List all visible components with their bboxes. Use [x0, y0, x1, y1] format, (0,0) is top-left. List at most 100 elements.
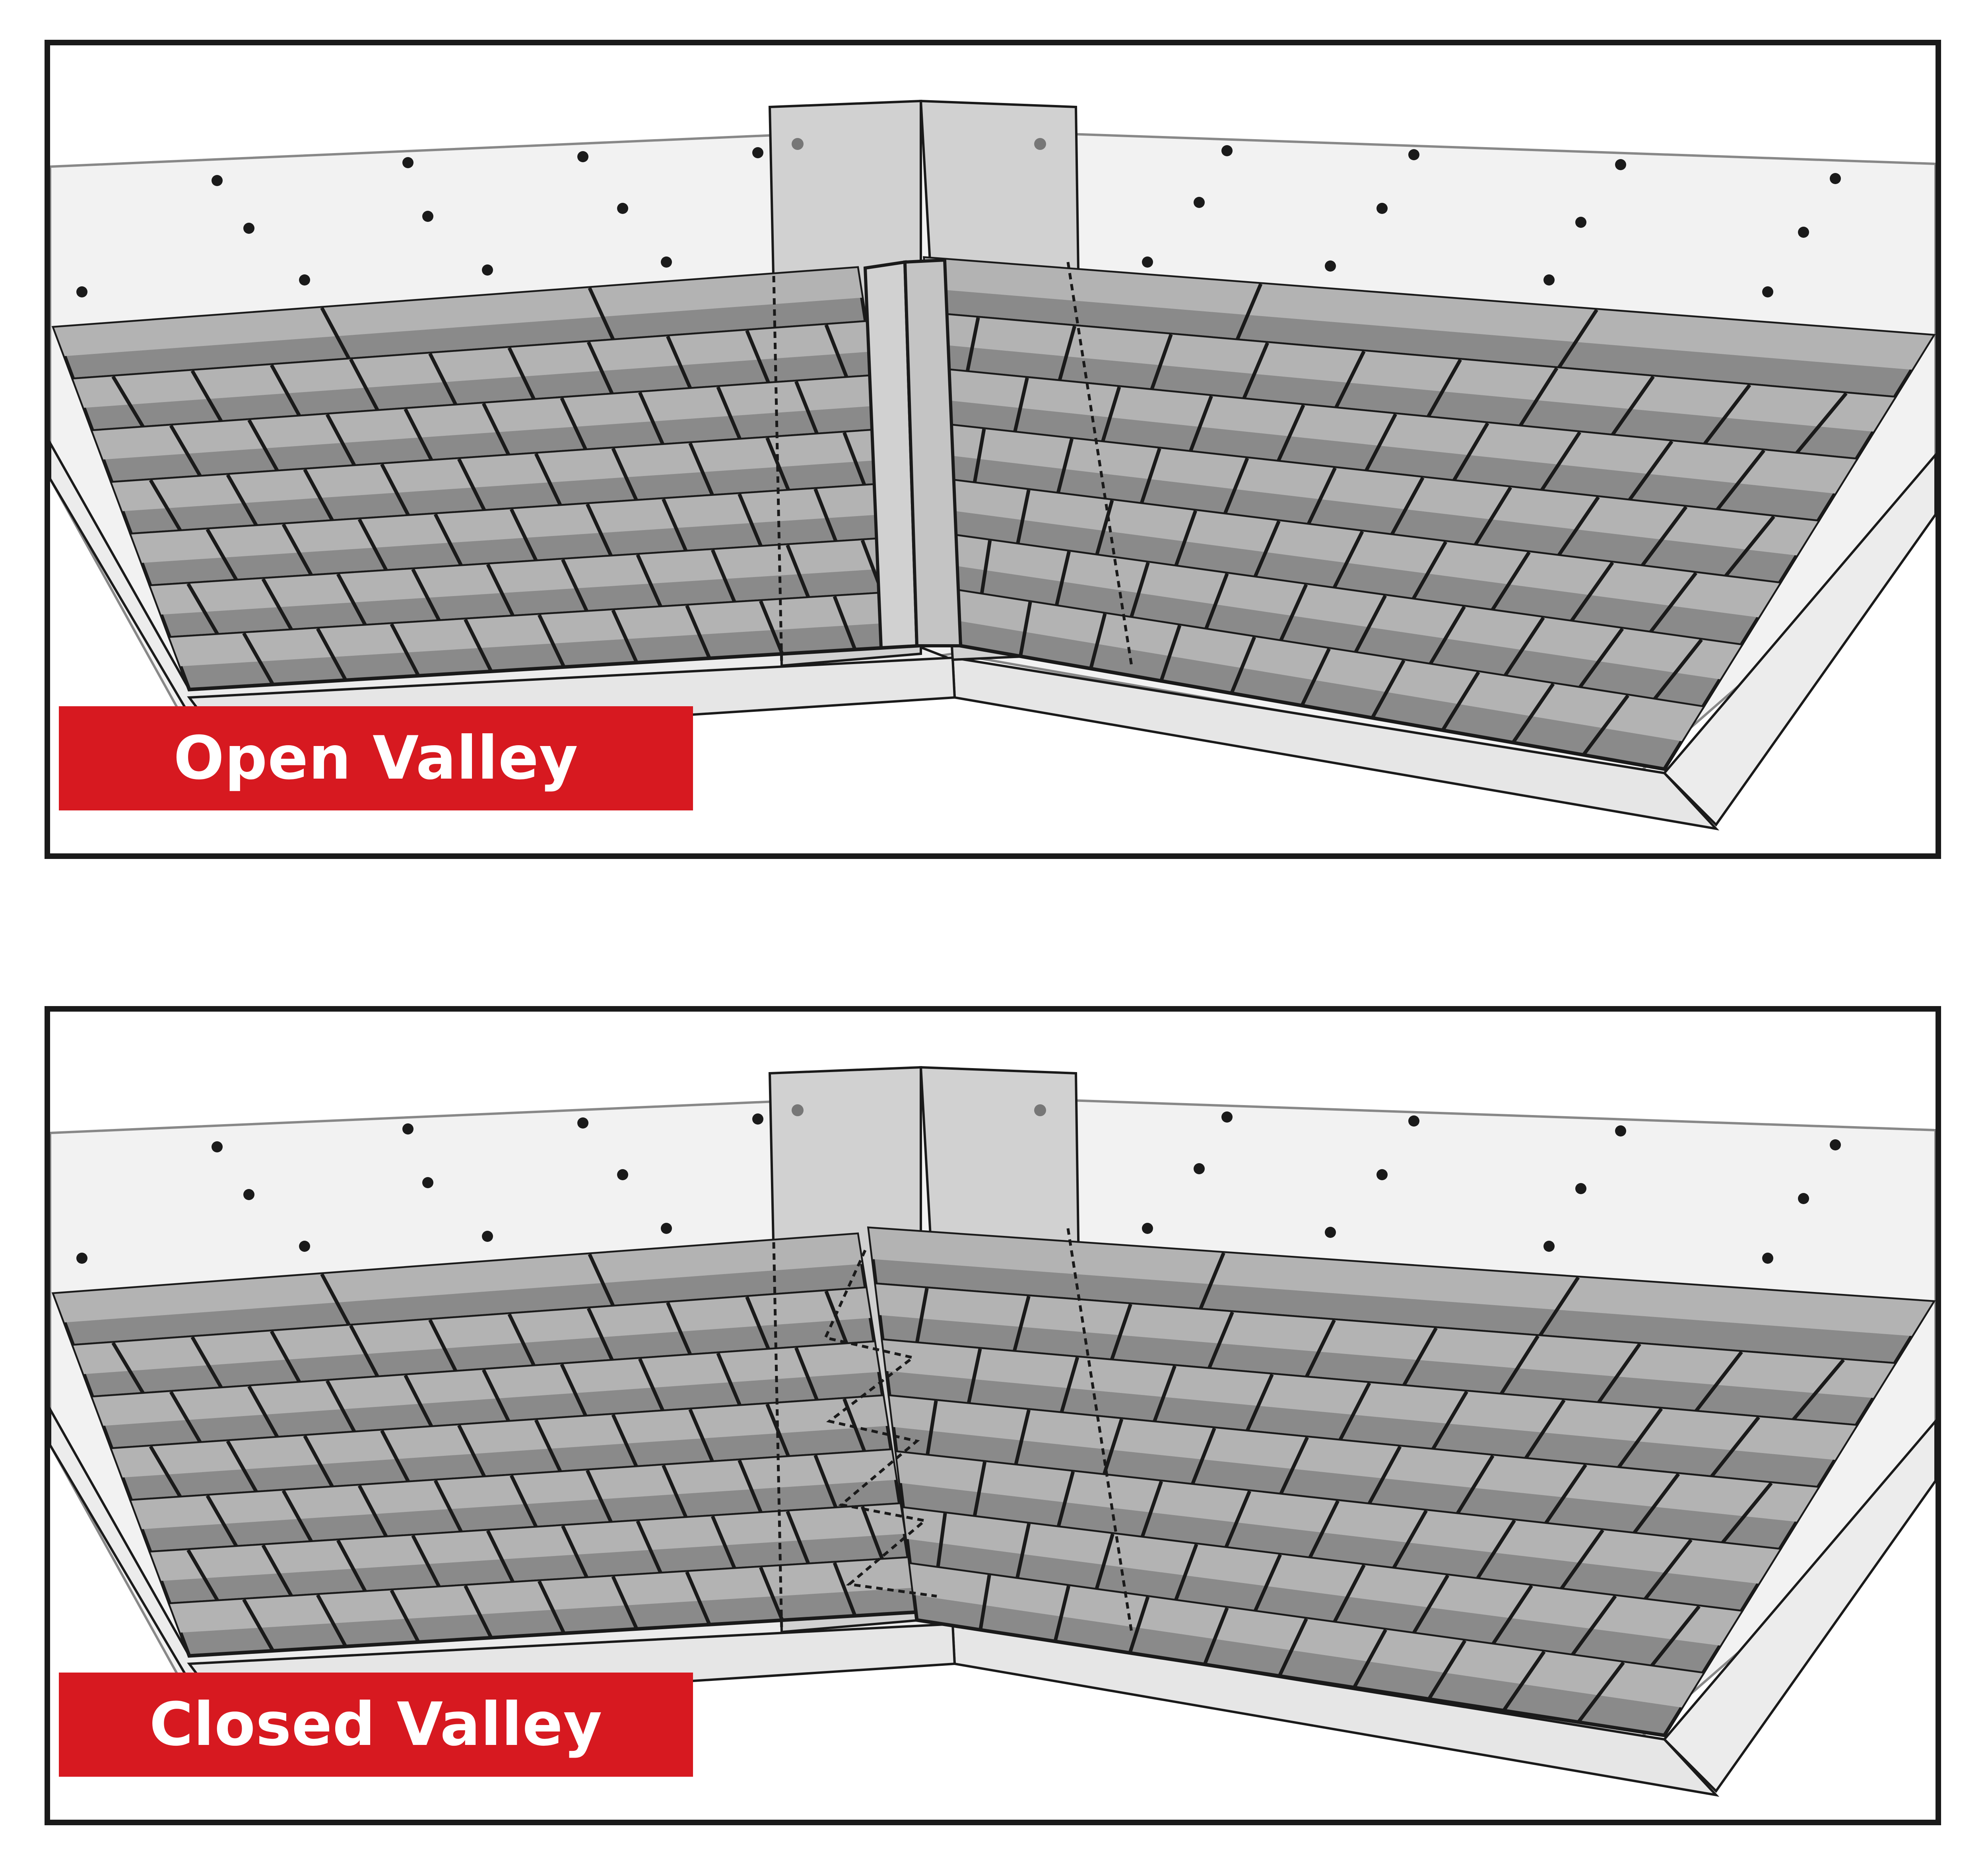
shingle-cut-line [226, 1440, 258, 1494]
shingle-cut-line [1332, 530, 1364, 589]
shingle-cut-line [1540, 431, 1581, 492]
shingle-cut-line [1582, 694, 1630, 756]
shingle-cut-line [190, 1336, 223, 1389]
shingle-cut-line [1353, 594, 1387, 654]
shingle-cut-line [1015, 1523, 1031, 1579]
nail-dot [577, 1117, 588, 1129]
shingle-cut-line [1338, 1382, 1371, 1442]
shingle-cut-line [716, 1352, 742, 1407]
nail-dot [617, 1169, 628, 1180]
shingle-cut-line [537, 614, 566, 668]
shingle-cut-line [206, 1495, 239, 1548]
shingle-cut-line [833, 596, 857, 650]
shingle-cut-line [1129, 562, 1150, 619]
shingle-tab-band [170, 592, 913, 666]
shingle-cut-line [1253, 520, 1281, 578]
shingle-cut-line [1490, 551, 1531, 612]
shingle-cut-line [1242, 342, 1269, 400]
shingle-cut-line [486, 563, 515, 618]
shingle-cut-line [1524, 1399, 1566, 1460]
shingle-cut-line [843, 432, 867, 486]
shingle-tab-band [170, 1558, 913, 1633]
shingle-cut-line [1452, 422, 1489, 482]
shingle-cut-line [759, 1566, 784, 1621]
shingle-cut-line [1013, 377, 1029, 433]
shingle-tab-band [869, 1228, 1933, 1336]
shingle-cut-line [611, 447, 639, 502]
closed-valley-label: Closed Valley [59, 1673, 693, 1777]
shingle-tab-band [950, 535, 1741, 680]
shingle-cut-line [685, 1571, 711, 1626]
nail-dot [422, 211, 433, 222]
shingle-cut-line [380, 463, 410, 517]
shingle-cut-line [560, 1363, 588, 1418]
shingle-cut-line [1207, 1311, 1234, 1370]
shingle-cut-line [507, 1313, 536, 1367]
shingle-cut-line [1559, 1529, 1604, 1591]
shingle-tab-band [54, 268, 862, 356]
shingle-cut-line [1596, 1343, 1641, 1405]
nail-dot [1830, 1139, 1841, 1150]
shingle-cut-line [537, 1580, 566, 1634]
shingle-cut-line [1426, 359, 1462, 418]
nail-dot [1408, 149, 1419, 160]
nail-dot [752, 147, 763, 158]
shingle-cut-line [404, 1374, 434, 1428]
shingle-cut-line [1245, 1374, 1274, 1432]
nail-dot [577, 151, 588, 162]
shingle-cut-line [380, 1430, 410, 1483]
shingle-cut-line [936, 1513, 947, 1568]
shingle-cut-line [1715, 449, 1766, 511]
nail-dot [212, 175, 223, 186]
shingle-cut-line [1277, 1618, 1308, 1677]
nail-dot [1762, 286, 1773, 297]
nail-dot [1221, 145, 1233, 156]
nail-dot [1798, 227, 1809, 238]
shingle-cut-line [270, 1330, 301, 1384]
shingle-cut-line [509, 1475, 538, 1529]
shingle-cut-line [206, 528, 239, 582]
shingle-cut-line [1648, 572, 1698, 634]
open-valley-label: Open Valley [59, 706, 693, 810]
shingle-cut-line [534, 1419, 563, 1473]
nail-dot [661, 256, 672, 268]
shingle-cut-line [1306, 467, 1337, 526]
closed-valley-illustration [50, 1012, 1936, 1820]
flashing-nail-right [1034, 138, 1046, 150]
shingle-cut-line [428, 353, 458, 406]
nail-dot [1325, 260, 1336, 272]
shingle-cut-line [1475, 1519, 1516, 1580]
shingle-cut-line [745, 1296, 771, 1350]
exposed-valley-metal [903, 258, 963, 647]
shingle-cut-line [336, 1539, 367, 1593]
shingle-cut-line [685, 605, 711, 659]
shingle-cut-line [1204, 573, 1229, 630]
shingle-cut-line [1140, 1480, 1163, 1539]
shingle-cut-line [1128, 1596, 1150, 1654]
open-valley-label-text: Open Valley [173, 724, 579, 793]
shingle-cut-line [1473, 486, 1512, 547]
closed-valley-panel: Closed Valley [45, 1006, 1941, 1825]
shingle-cut-line [1455, 1455, 1495, 1515]
shingle-cut-line [1502, 1650, 1546, 1712]
shingle-cut-line [1499, 1335, 1540, 1396]
shingle-cut-line [282, 523, 313, 577]
shingle-tab-band [925, 258, 1933, 370]
shingle-cut-line [1253, 1554, 1282, 1612]
shingle-cut-line [261, 1544, 293, 1598]
shingle-cut-line [636, 1520, 663, 1574]
shingle-cut-line [1402, 1327, 1438, 1387]
shingle-cut-line [428, 1319, 458, 1373]
shingle-cut-line [1617, 1407, 1663, 1469]
nail-dot [1762, 1253, 1773, 1264]
shingle-cut-line [507, 347, 536, 401]
shingle-cut-line [1703, 384, 1751, 446]
shingle-cut-line [1054, 551, 1071, 607]
shingle-cut-line [765, 1403, 790, 1458]
shingle-cut-line [1371, 659, 1406, 719]
nail-dot [1575, 1183, 1586, 1194]
shingle-cut-line [1570, 1595, 1617, 1657]
closed-valley-label-text: Closed Valley [149, 1690, 603, 1759]
shingle-cut-line [433, 1480, 463, 1533]
shingle-tab-band [93, 376, 879, 460]
